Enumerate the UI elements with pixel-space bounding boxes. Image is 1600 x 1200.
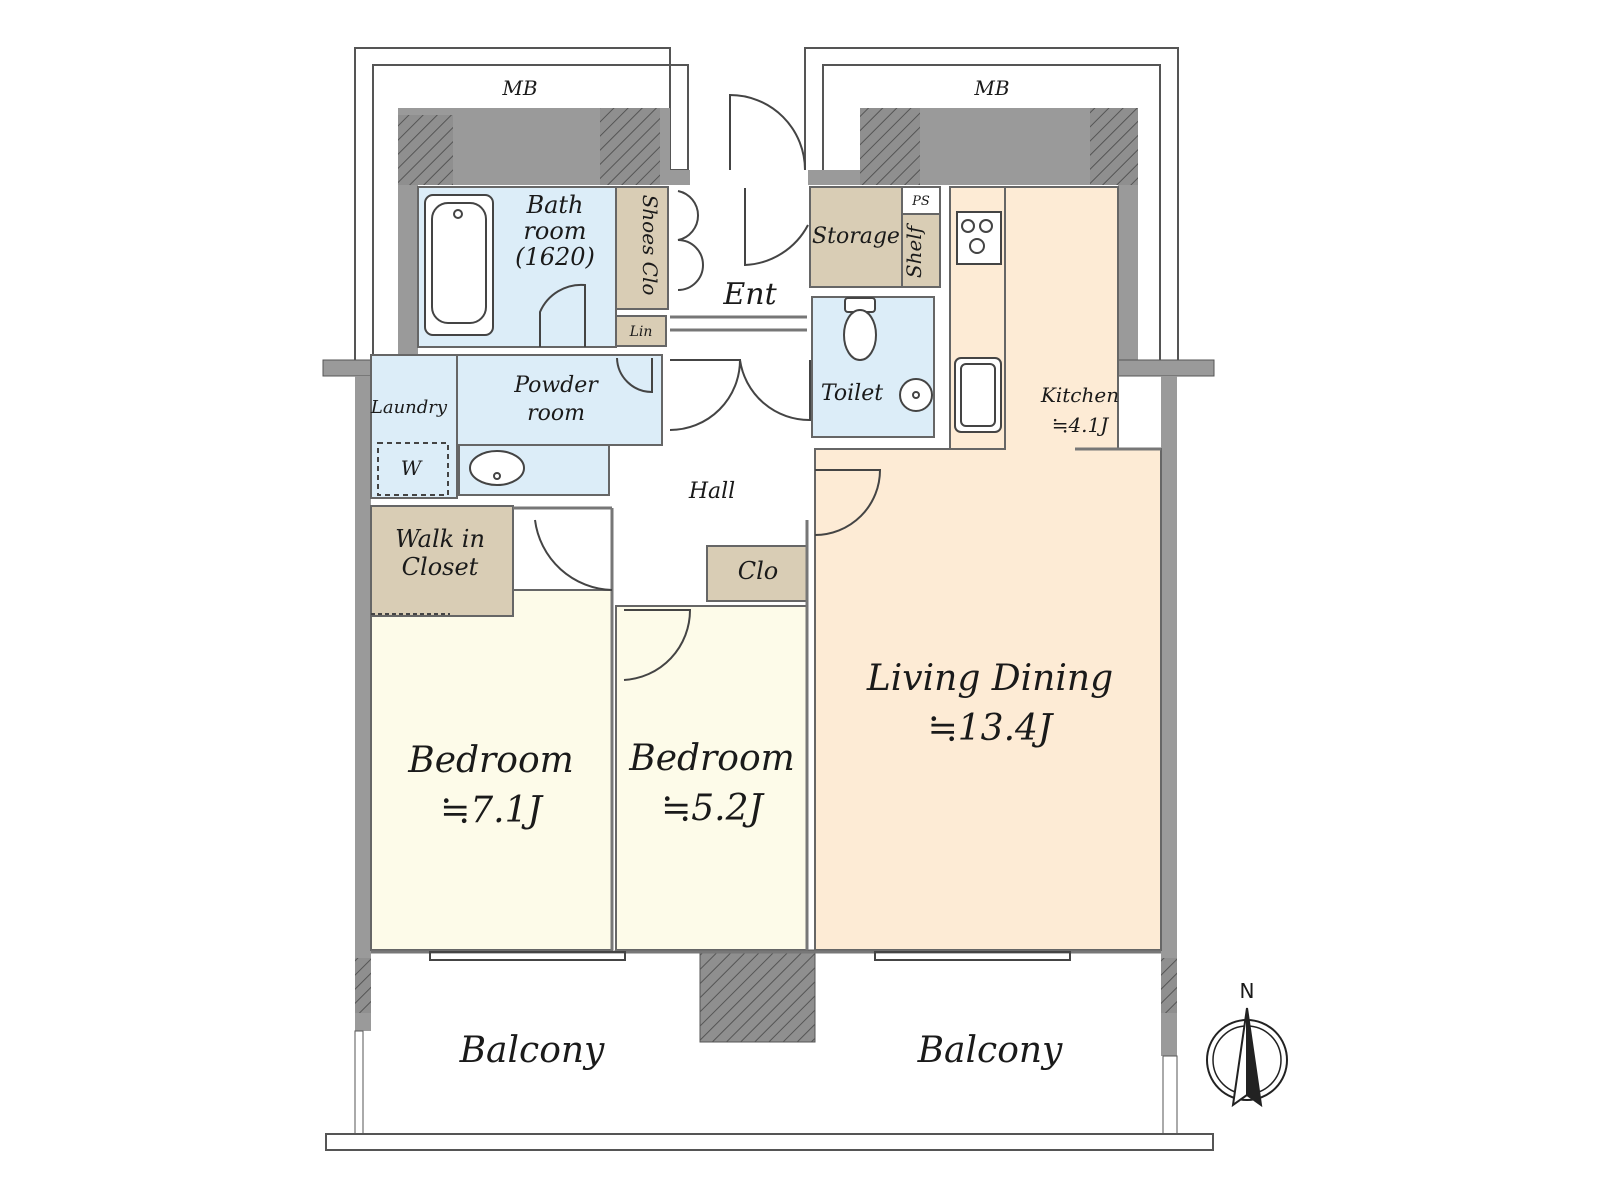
lin-label: Lin bbox=[629, 324, 653, 340]
ps-label: PS bbox=[911, 194, 930, 209]
laundry-area bbox=[370, 354, 458, 499]
bedroom-2-size: ≒5.2J bbox=[661, 788, 765, 829]
bedroom-1-label: Bedroom bbox=[407, 740, 574, 781]
storage-label: Storage bbox=[812, 224, 900, 249]
walk-in-closet-area bbox=[370, 505, 514, 617]
laundry-label: Laundry bbox=[370, 397, 448, 418]
mb-right-label: MB bbox=[973, 76, 1009, 100]
bedroom-1-size: ≒7.1J bbox=[440, 790, 544, 831]
walk-in-closet-label-2: Closet bbox=[402, 553, 479, 581]
exterior-walls bbox=[322, 108, 1215, 1142]
powder-room-label-1: Powder bbox=[513, 373, 599, 398]
powder-room-label-2: room bbox=[527, 401, 585, 426]
living-dining-size: ≒13.4J bbox=[928, 708, 1055, 749]
toilet-icon bbox=[843, 297, 877, 361]
kitchen-label: Kitchen bbox=[1040, 383, 1119, 407]
powder-room-area bbox=[456, 354, 663, 446]
kitchen-size: ≒4.1J bbox=[1052, 413, 1110, 437]
ps-area bbox=[901, 186, 941, 215]
shoes-closet-area bbox=[615, 186, 669, 310]
room-labels: MB MB Bath room (1620) Shoes Clo Ent Sto… bbox=[370, 76, 1119, 1071]
toilet-area bbox=[811, 296, 935, 438]
hand-sink-icon bbox=[899, 378, 933, 412]
shelf-label: Shelf bbox=[902, 222, 926, 278]
walk-in-closet-label-1: Walk in bbox=[395, 525, 485, 553]
storage-area bbox=[809, 186, 903, 288]
entrance-label: Ent bbox=[722, 277, 777, 312]
bathroom-label-3: (1620) bbox=[515, 243, 595, 271]
shoes-closet-label: Shoes Clo bbox=[638, 195, 662, 296]
balcony-left-label: Balcony bbox=[459, 1030, 605, 1071]
sliding-windows bbox=[371, 613, 1071, 961]
lin-area bbox=[615, 315, 667, 347]
bathroom-label-2: room bbox=[523, 217, 586, 245]
bathroom-label-1: Bath bbox=[525, 191, 583, 219]
bedroom-2-label: Bedroom bbox=[628, 738, 795, 779]
mb-left-label: MB bbox=[501, 76, 537, 100]
bathtub-icon bbox=[424, 194, 494, 336]
clo-area bbox=[706, 545, 808, 602]
toilet-label: Toilet bbox=[821, 381, 883, 406]
balcony-rail bbox=[325, 1133, 1214, 1151]
clo-label: Clo bbox=[738, 557, 779, 585]
washer-space bbox=[377, 442, 449, 496]
door-swings bbox=[534, 93, 882, 681]
washer-label: W bbox=[401, 456, 423, 480]
living-dining-label: Living Dining bbox=[866, 658, 1113, 699]
balcony-right-label: Balcony bbox=[917, 1030, 1063, 1071]
stove-icon bbox=[956, 211, 1002, 265]
washbasin-icon bbox=[469, 450, 525, 486]
compass-label: N bbox=[1240, 979, 1255, 1003]
north-arrow-icon: N bbox=[1206, 979, 1288, 1108]
living-dining-area bbox=[814, 186, 1162, 951]
hall-label: Hall bbox=[688, 479, 735, 504]
kitchen-sink-icon bbox=[954, 357, 1002, 433]
